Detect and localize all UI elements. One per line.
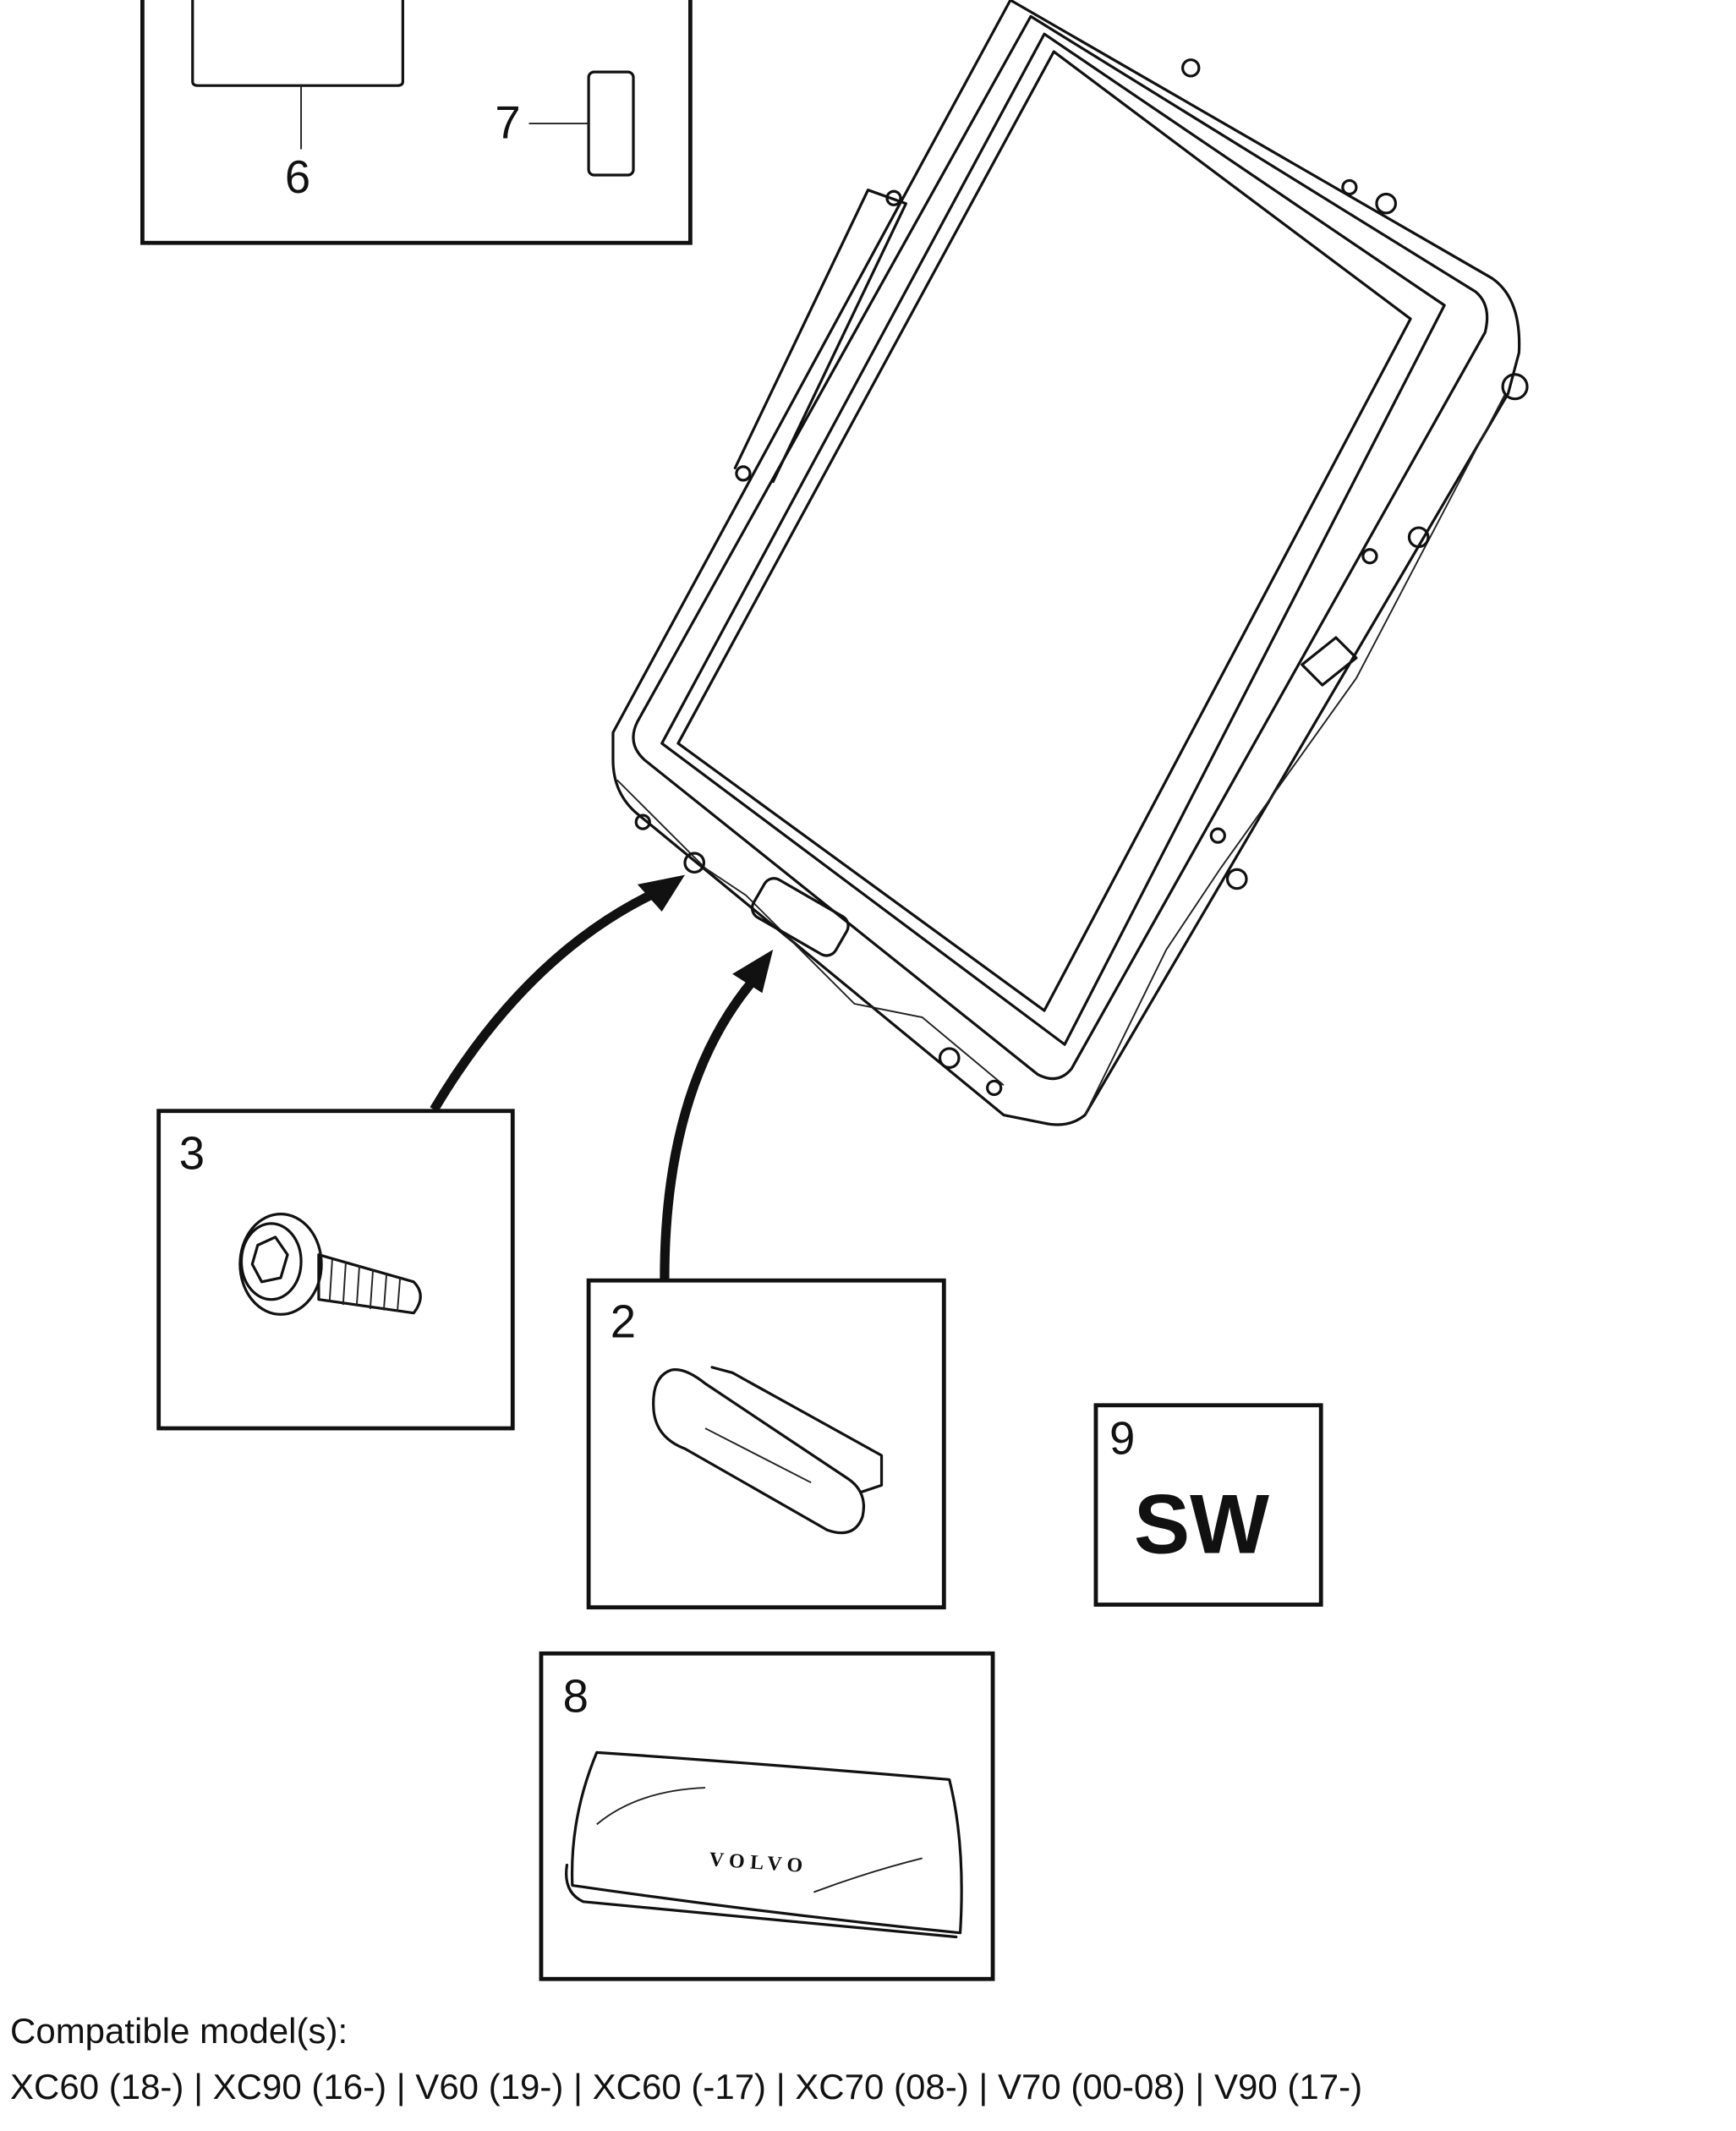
arrow-button-to-frame (660, 949, 774, 1279)
screw-icon (238, 1213, 422, 1316)
callout-2: 2 (611, 1296, 636, 1348)
callout-9: 9 (1109, 1413, 1135, 1465)
compatible-models-list: XC60 (18-) | XC90 (16-) | V60 (19-) | XC… (10, 2067, 1363, 2106)
mount-tabs (634, 58, 1529, 1097)
callout-3: 3 (179, 1128, 205, 1180)
button-cover-icon (652, 1366, 884, 1535)
arrow-screw-to-frame (430, 874, 685, 1112)
software-badge: SW (1134, 1478, 1269, 1572)
compatible-models-label: Compatible model(s): (10, 2011, 348, 2051)
inset-box-part-3-screw: 3 (156, 1109, 515, 1431)
inset-box-parts-6-7: 6 7 (140, 0, 693, 245)
callout-7: 7 (495, 97, 520, 149)
display-frame (611, 0, 1529, 1126)
part-6-outline (191, 0, 404, 87)
callout-8: 8 (563, 1670, 589, 1722)
callout-6: 6 (285, 151, 310, 203)
screen-area (676, 50, 1412, 1012)
inset-box-part-8-pouch: 8 VOLVO (539, 1651, 995, 1981)
inset-box-part-9-software: 9 SW (1093, 1403, 1323, 1607)
inset-box-part-2-button: 2 (586, 1278, 946, 1610)
